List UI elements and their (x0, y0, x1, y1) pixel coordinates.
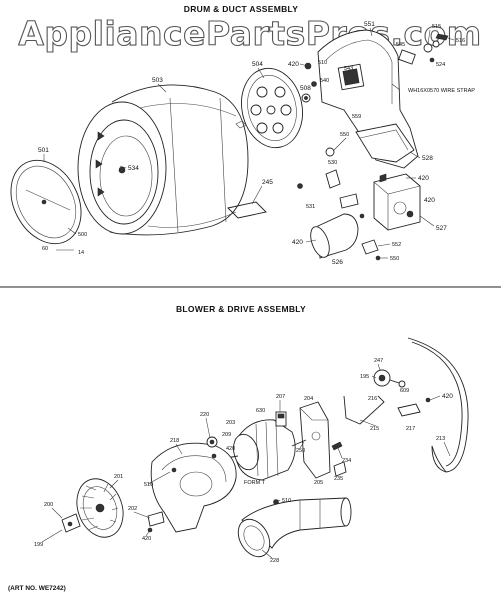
label-204: 204 (304, 396, 313, 402)
label-420-e: 420 (442, 393, 453, 400)
label-213: 213 (436, 436, 445, 442)
label-526: 526 (332, 259, 343, 266)
drum-503 (77, 84, 249, 236)
label-245: 245 (262, 179, 273, 186)
label-205: 205 (314, 480, 323, 486)
label-528: 528 (422, 155, 433, 162)
label-504: 504 (252, 61, 263, 68)
heater-cylinder-526 (310, 213, 381, 261)
watermark-text: AppliancePartsPros.com (18, 14, 481, 53)
art-number: (ART NO. WE7242) (8, 585, 66, 592)
label-247: 247 (374, 358, 383, 364)
label-630: 630 (256, 408, 265, 414)
label-545: 545 (396, 42, 405, 48)
label-530: 530 (328, 160, 337, 166)
label-510-c: 510 (144, 482, 153, 488)
label-551: 551 (364, 21, 375, 28)
label-420-a: 420 (288, 61, 299, 68)
blower-part-labels: 247 195 609 216 420 207 204 220 630 203 … (34, 358, 453, 564)
label-524: 524 (436, 62, 445, 68)
label-510: 510 (318, 60, 327, 66)
label-215: 215 (370, 426, 379, 432)
label-500: 500 (78, 232, 87, 238)
blower-wheel-201 (76, 478, 124, 538)
label-550-a: 550 (340, 132, 349, 138)
label-195: 195 (360, 374, 369, 380)
rear-duct-528 (317, 29, 419, 169)
label-543: 543 (344, 66, 353, 72)
label-200: 200 (44, 502, 53, 508)
label-420-f: 420 (226, 446, 235, 452)
blower-drive-title: BLOWER & DRIVE ASSEMBLY (176, 304, 306, 314)
label-420-g: 420 (142, 536, 151, 542)
label-218: 218 (170, 438, 179, 444)
exhaust-duct-228 (237, 497, 352, 558)
label-202: 202 (128, 506, 137, 512)
label-550-b: 550 (390, 256, 399, 262)
blower-housing-218 (150, 436, 237, 533)
label-60: 60 (42, 246, 48, 252)
label-207: 207 (276, 394, 285, 400)
label-540: 540 (320, 78, 329, 84)
drive-belt-213 (407, 337, 469, 473)
drum-front-seal-501 (10, 159, 82, 245)
idler-assembly-216 (343, 369, 431, 425)
label-503: 503 (152, 77, 163, 84)
motor-mount-204 (299, 401, 347, 479)
label-420-b: 420 (418, 175, 429, 182)
label-203: 203 (226, 420, 235, 426)
label-420-d: 420 (292, 239, 303, 246)
label-form-t: FORM T (244, 480, 266, 486)
label-14: 14 (78, 250, 84, 256)
small-hardware-blower (61, 467, 279, 533)
drum-leader-lines (43, 27, 455, 259)
drum-rear-504 (235, 67, 303, 149)
label-552: 552 (392, 242, 401, 248)
drive-motor-630 (225, 411, 307, 481)
label-216: 216 (368, 396, 377, 402)
label-217: 217 (406, 426, 415, 432)
label-420-c: 420 (424, 197, 435, 204)
label-199: 199 (34, 542, 43, 548)
label-250: 250 (296, 448, 305, 454)
label-508: 508 (300, 85, 311, 92)
label-534: 534 (128, 165, 139, 172)
blower-leader-lines (41, 363, 451, 559)
label-559: 559 (352, 114, 361, 120)
label-527: 527 (436, 225, 447, 232)
label-510-d: 510 (282, 498, 291, 504)
label-235: 235 (334, 476, 343, 482)
label-531: 531 (306, 204, 315, 210)
label-228: 228 (270, 558, 279, 564)
label-201: 201 (114, 474, 123, 480)
label-515: 515 (432, 24, 441, 30)
label-209: 209 (222, 432, 231, 438)
label-wire-strap: WH16X0570 WIRE STRAP (408, 88, 475, 94)
drum-duct-title: DRUM & DUCT ASSEMBLY (184, 4, 298, 14)
label-501: 501 (38, 147, 49, 154)
label-609: 609 (400, 388, 409, 394)
label-234: 234 (342, 458, 351, 464)
drum-part-labels: 503 504 420 510 551 545 515 516 524 543 … (38, 21, 475, 266)
label-516: 516 (456, 38, 465, 44)
blower-housing-527 (373, 173, 421, 231)
label-220: 220 (200, 412, 209, 418)
small-hardware-drum (227, 33, 449, 219)
